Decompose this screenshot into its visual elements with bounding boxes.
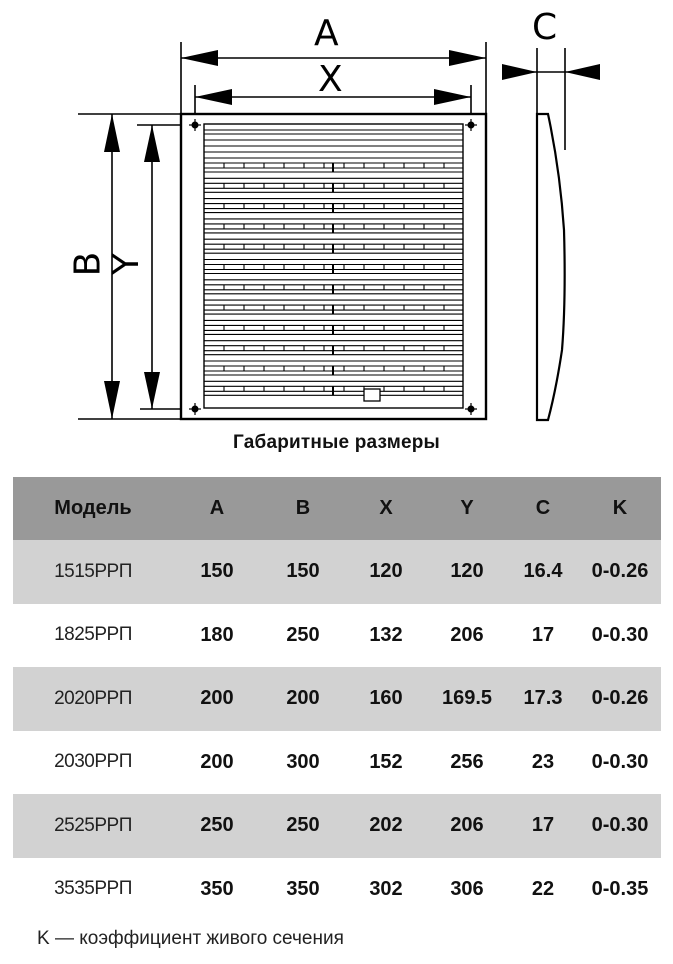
cell-b: 250	[286, 623, 320, 646]
cell-b: 250	[286, 814, 320, 837]
dim-label-a: A	[314, 13, 339, 54]
cell-y: 306	[450, 877, 484, 900]
cell-k: 0-0.26	[591, 560, 649, 583]
cell-y: 120	[450, 560, 484, 583]
cell-x: 120	[369, 560, 403, 583]
header-c: C	[535, 497, 551, 519]
cell-x: 202	[369, 814, 403, 837]
table-row: 1515РРП 150 150 120 120 16.4 0-0.26	[13, 540, 661, 604]
header-model: Модель	[54, 497, 132, 519]
table-row: 1825РРП 180 250 132 206 17 0-0.30	[13, 603, 661, 667]
cell-b: 200	[286, 687, 320, 710]
table-row: 2525РРП 250 250 202 206 17 0-0.30	[13, 794, 661, 858]
cell-a: 200	[200, 750, 234, 773]
cell-a: 180	[200, 623, 234, 646]
cell-model: 1515РРП	[54, 560, 132, 582]
cell-model: 3535РРП	[54, 878, 132, 900]
table-row: 2030РРП 200 300 152 256 23 0-0.30	[13, 730, 661, 794]
cell-k: 0-0.30	[591, 814, 649, 837]
cell-b: 350	[286, 877, 320, 900]
cell-model: 1825РРП	[54, 624, 132, 646]
table-row: 2020РРП 200 200 160 169.5 17.3 0-0.26	[13, 667, 661, 731]
cell-b: 300	[286, 750, 320, 773]
header-x: X	[379, 497, 393, 519]
header-y: Y	[460, 497, 474, 519]
louvers	[204, 129, 463, 153]
cell-model: 2525РРП	[54, 814, 132, 836]
header-b: B	[295, 497, 311, 519]
cell-c: 23	[531, 750, 555, 773]
dim-label-b: B	[67, 251, 109, 277]
cell-c: 17	[531, 814, 555, 837]
cell-k: 0-0.35	[591, 877, 649, 900]
cell-c: 22	[531, 877, 555, 900]
cell-x: 160	[369, 687, 403, 710]
cell-c: 17	[531, 623, 555, 646]
cell-k: 0-0.26	[591, 687, 649, 710]
cell-k: 0-0.30	[591, 623, 649, 646]
dimensions-table: Модель A B X Y C K 1515РРП 150 150 120 1…	[13, 477, 661, 921]
technical-drawing: A X C B Y	[0, 0, 673, 430]
cell-y: 256	[450, 750, 484, 773]
cell-model: 2020РРП	[54, 687, 132, 709]
footnote: K — коэффициент живого сечения	[37, 928, 344, 949]
cell-x: 152	[369, 750, 403, 773]
cell-k: 0-0.30	[591, 750, 649, 773]
drawing-caption: Габаритные размеры	[233, 432, 440, 453]
table-row: 3535РРП 350 350 302 306 22 0-0.35	[13, 857, 661, 921]
table-header-row: Модель A B X Y C K	[13, 477, 661, 540]
cell-c: 17.3	[523, 687, 563, 710]
cell-y: 206	[450, 623, 484, 646]
cell-x: 302	[369, 877, 403, 900]
cell-y: 206	[450, 814, 484, 837]
dim-label-x: X	[318, 59, 343, 100]
cell-y: 169.5	[441, 687, 493, 710]
dim-label-y: Y	[106, 253, 147, 275]
cell-b: 150	[286, 560, 320, 583]
cell-a: 200	[200, 687, 234, 710]
cell-c: 16.4	[523, 560, 563, 583]
header-k: K	[612, 497, 628, 519]
header-a: A	[209, 497, 225, 519]
cell-model: 2030РРП	[54, 751, 132, 773]
cell-a: 250	[200, 814, 234, 837]
dim-label-c: C	[532, 7, 558, 48]
cell-a: 150	[200, 560, 234, 583]
cell-a: 350	[200, 877, 234, 900]
cell-x: 132	[369, 623, 403, 646]
grille-drawing-svg	[78, 42, 600, 422]
